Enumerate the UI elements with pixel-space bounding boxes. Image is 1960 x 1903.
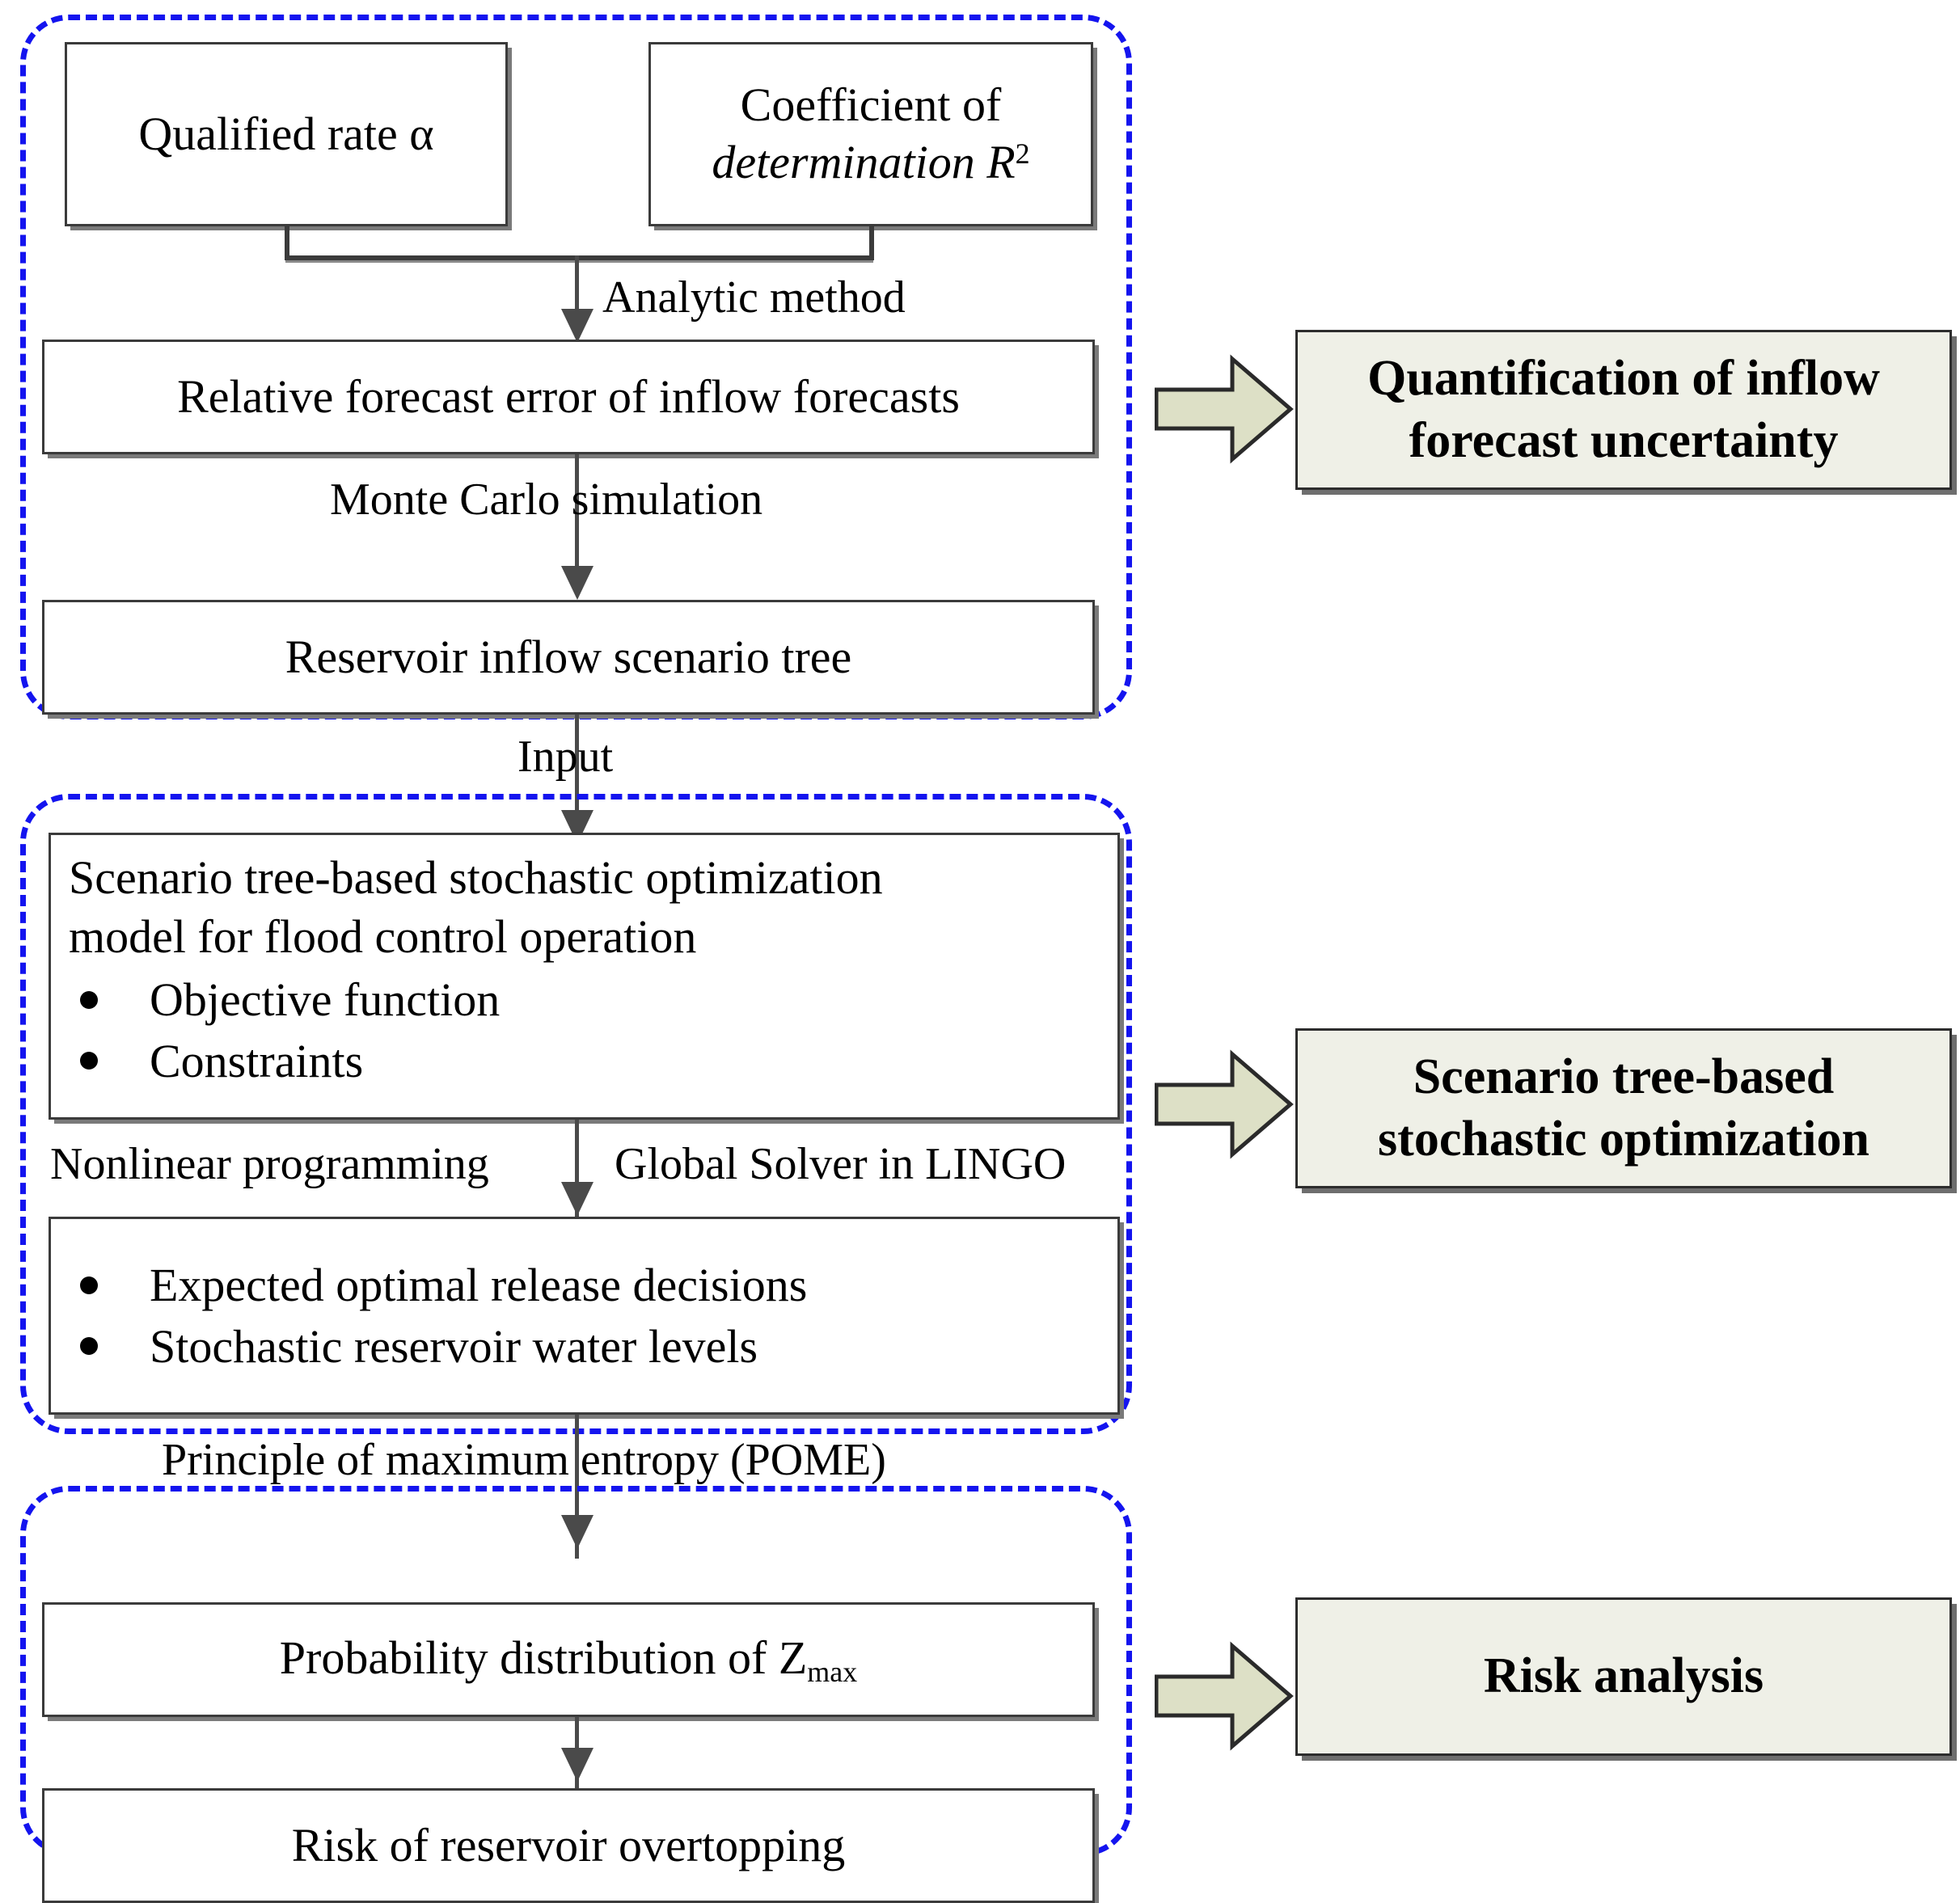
block-arrow-icon-2: [1155, 1049, 1294, 1159]
list-item: Objective function: [69, 969, 1117, 1030]
model-head-line-1: Scenario tree-based stochastic optimizat…: [69, 851, 883, 904]
arrowhead-risk: [561, 1748, 593, 1782]
list-item: Expected optimal release decisions: [69, 1255, 807, 1315]
edge-label-nonlinear-programming: Nonlinear programming: [50, 1139, 489, 1189]
node-optimization-results[interactable]: Expected optimal release decisions Stoch…: [49, 1217, 1120, 1415]
connector-montecarlo-line: [575, 454, 579, 576]
summary-panel-2-line-2: stochastic optimization: [1378, 1112, 1869, 1167]
node-risk-overtopping-label: Risk of reservoir overtopping: [291, 1818, 846, 1871]
summary-panel-2-line-1: Scenario tree-based: [1413, 1049, 1835, 1104]
node-probability-distribution[interactable]: Probability distribution of Zmax: [42, 1602, 1095, 1717]
edge-label-input: Input: [517, 732, 614, 782]
summary-panel-1-line-1: Quantification of inflow: [1367, 350, 1880, 406]
edge-label-monte-carlo: Monte Carlo simulation: [330, 475, 763, 525]
summary-panel-quantification[interactable]: Quantification of inflow forecast uncert…: [1295, 330, 1952, 490]
arrowhead-montecarlo: [561, 566, 593, 600]
arrowhead-analytic: [561, 309, 593, 343]
coefficient-line-2: determination R: [712, 136, 1016, 188]
connector-qualified-down: [285, 226, 289, 260]
node-probability-distribution-label: Probability distribution of Zmax: [280, 1630, 857, 1690]
node-scenario-tree-label: Reservoir inflow scenario tree: [285, 630, 852, 683]
model-head-line-2: model for flood control operation: [69, 910, 697, 964]
node-relative-forecast-error[interactable]: Relative forecast error of inflow foreca…: [42, 340, 1095, 454]
summary-panel-3-line-1: Risk analysis: [1483, 1648, 1764, 1704]
connector-coefficient-down: [869, 226, 874, 260]
node-coefficient-determination-label: Coefficient of determination R2: [712, 77, 1029, 192]
model-bullet-list: Objective function Constraints: [69, 969, 1117, 1091]
edge-label-global-solver: Global Solver in LINGO: [615, 1139, 1067, 1189]
node-stochastic-model-heading: Scenario tree-based stochastic optimizat…: [69, 848, 1117, 966]
arrowhead-solver: [561, 1182, 593, 1216]
prob-dist-subscript: max: [807, 1655, 858, 1688]
summary-panel-optimization[interactable]: Scenario tree-based stochastic optimizat…: [1295, 1028, 1952, 1188]
edge-label-analytic-method: Analytic method: [602, 272, 906, 323]
connector-analytic-line: [575, 255, 579, 314]
edge-label-pome: Principle of maximum entropy (POME): [162, 1435, 886, 1485]
summary-panel-1-line-2: forecast uncertainty: [1409, 413, 1839, 468]
coefficient-exponent: 2: [1015, 137, 1030, 171]
coefficient-line-1: Coefficient of: [740, 78, 1002, 132]
summary-panel-risk-analysis[interactable]: Risk analysis: [1295, 1597, 1952, 1756]
list-item: Stochastic reservoir water levels: [69, 1316, 807, 1377]
prob-dist-prefix: Probability distribution of Z: [279, 1631, 808, 1684]
node-scenario-tree[interactable]: Reservoir inflow scenario tree: [42, 600, 1095, 715]
node-qualified-rate[interactable]: Qualified rate α: [65, 42, 508, 226]
node-stochastic-model[interactable]: Scenario tree-based stochastic optimizat…: [49, 833, 1120, 1120]
node-relative-forecast-error-label: Relative forecast error of inflow foreca…: [177, 369, 960, 423]
list-item: Constraints: [69, 1031, 1117, 1091]
block-arrow-icon-1: [1155, 354, 1294, 464]
node-risk-overtopping-box[interactable]: Risk of reservoir overtopping: [42, 1788, 1095, 1903]
connector-merge-horizontal: [285, 255, 874, 260]
node-coefficient-determination[interactable]: Coefficient of determination R2: [648, 42, 1093, 226]
results-bullet-list: Expected optimal release decisions Stoch…: [69, 1255, 807, 1377]
arrowhead-pome: [561, 1515, 593, 1549]
block-arrow-icon-3: [1155, 1641, 1294, 1751]
node-qualified-rate-label: Qualified rate α: [138, 107, 434, 160]
connector-input-line: [575, 715, 579, 854]
